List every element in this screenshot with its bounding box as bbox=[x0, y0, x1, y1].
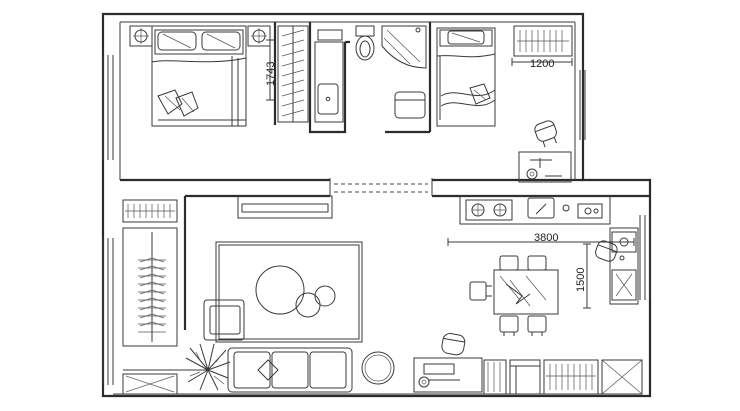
dimension-label-kitchen-depth: 1500 bbox=[575, 268, 587, 292]
entry-wardrobe bbox=[122, 196, 187, 395]
second-bedroom: 1200 bbox=[436, 25, 573, 183]
windows bbox=[102, 55, 651, 385]
plant-icon bbox=[184, 343, 231, 391]
bedroom-wardrobe: 1743 bbox=[265, 25, 309, 123]
dining-area bbox=[469, 255, 559, 336]
bottom-cabinets bbox=[413, 333, 643, 395]
bathroom bbox=[308, 22, 432, 134]
dimension-label-desk: 1200 bbox=[530, 58, 554, 70]
dimension-label-kitchen-length: 3800 bbox=[534, 232, 558, 244]
living-room bbox=[184, 195, 395, 393]
master-bedroom bbox=[129, 22, 277, 127]
kitchen: 3800 1500 bbox=[447, 195, 639, 309]
dimension-label-wardrobe: 1743 bbox=[265, 62, 277, 86]
corridor-opening bbox=[329, 178, 433, 196]
